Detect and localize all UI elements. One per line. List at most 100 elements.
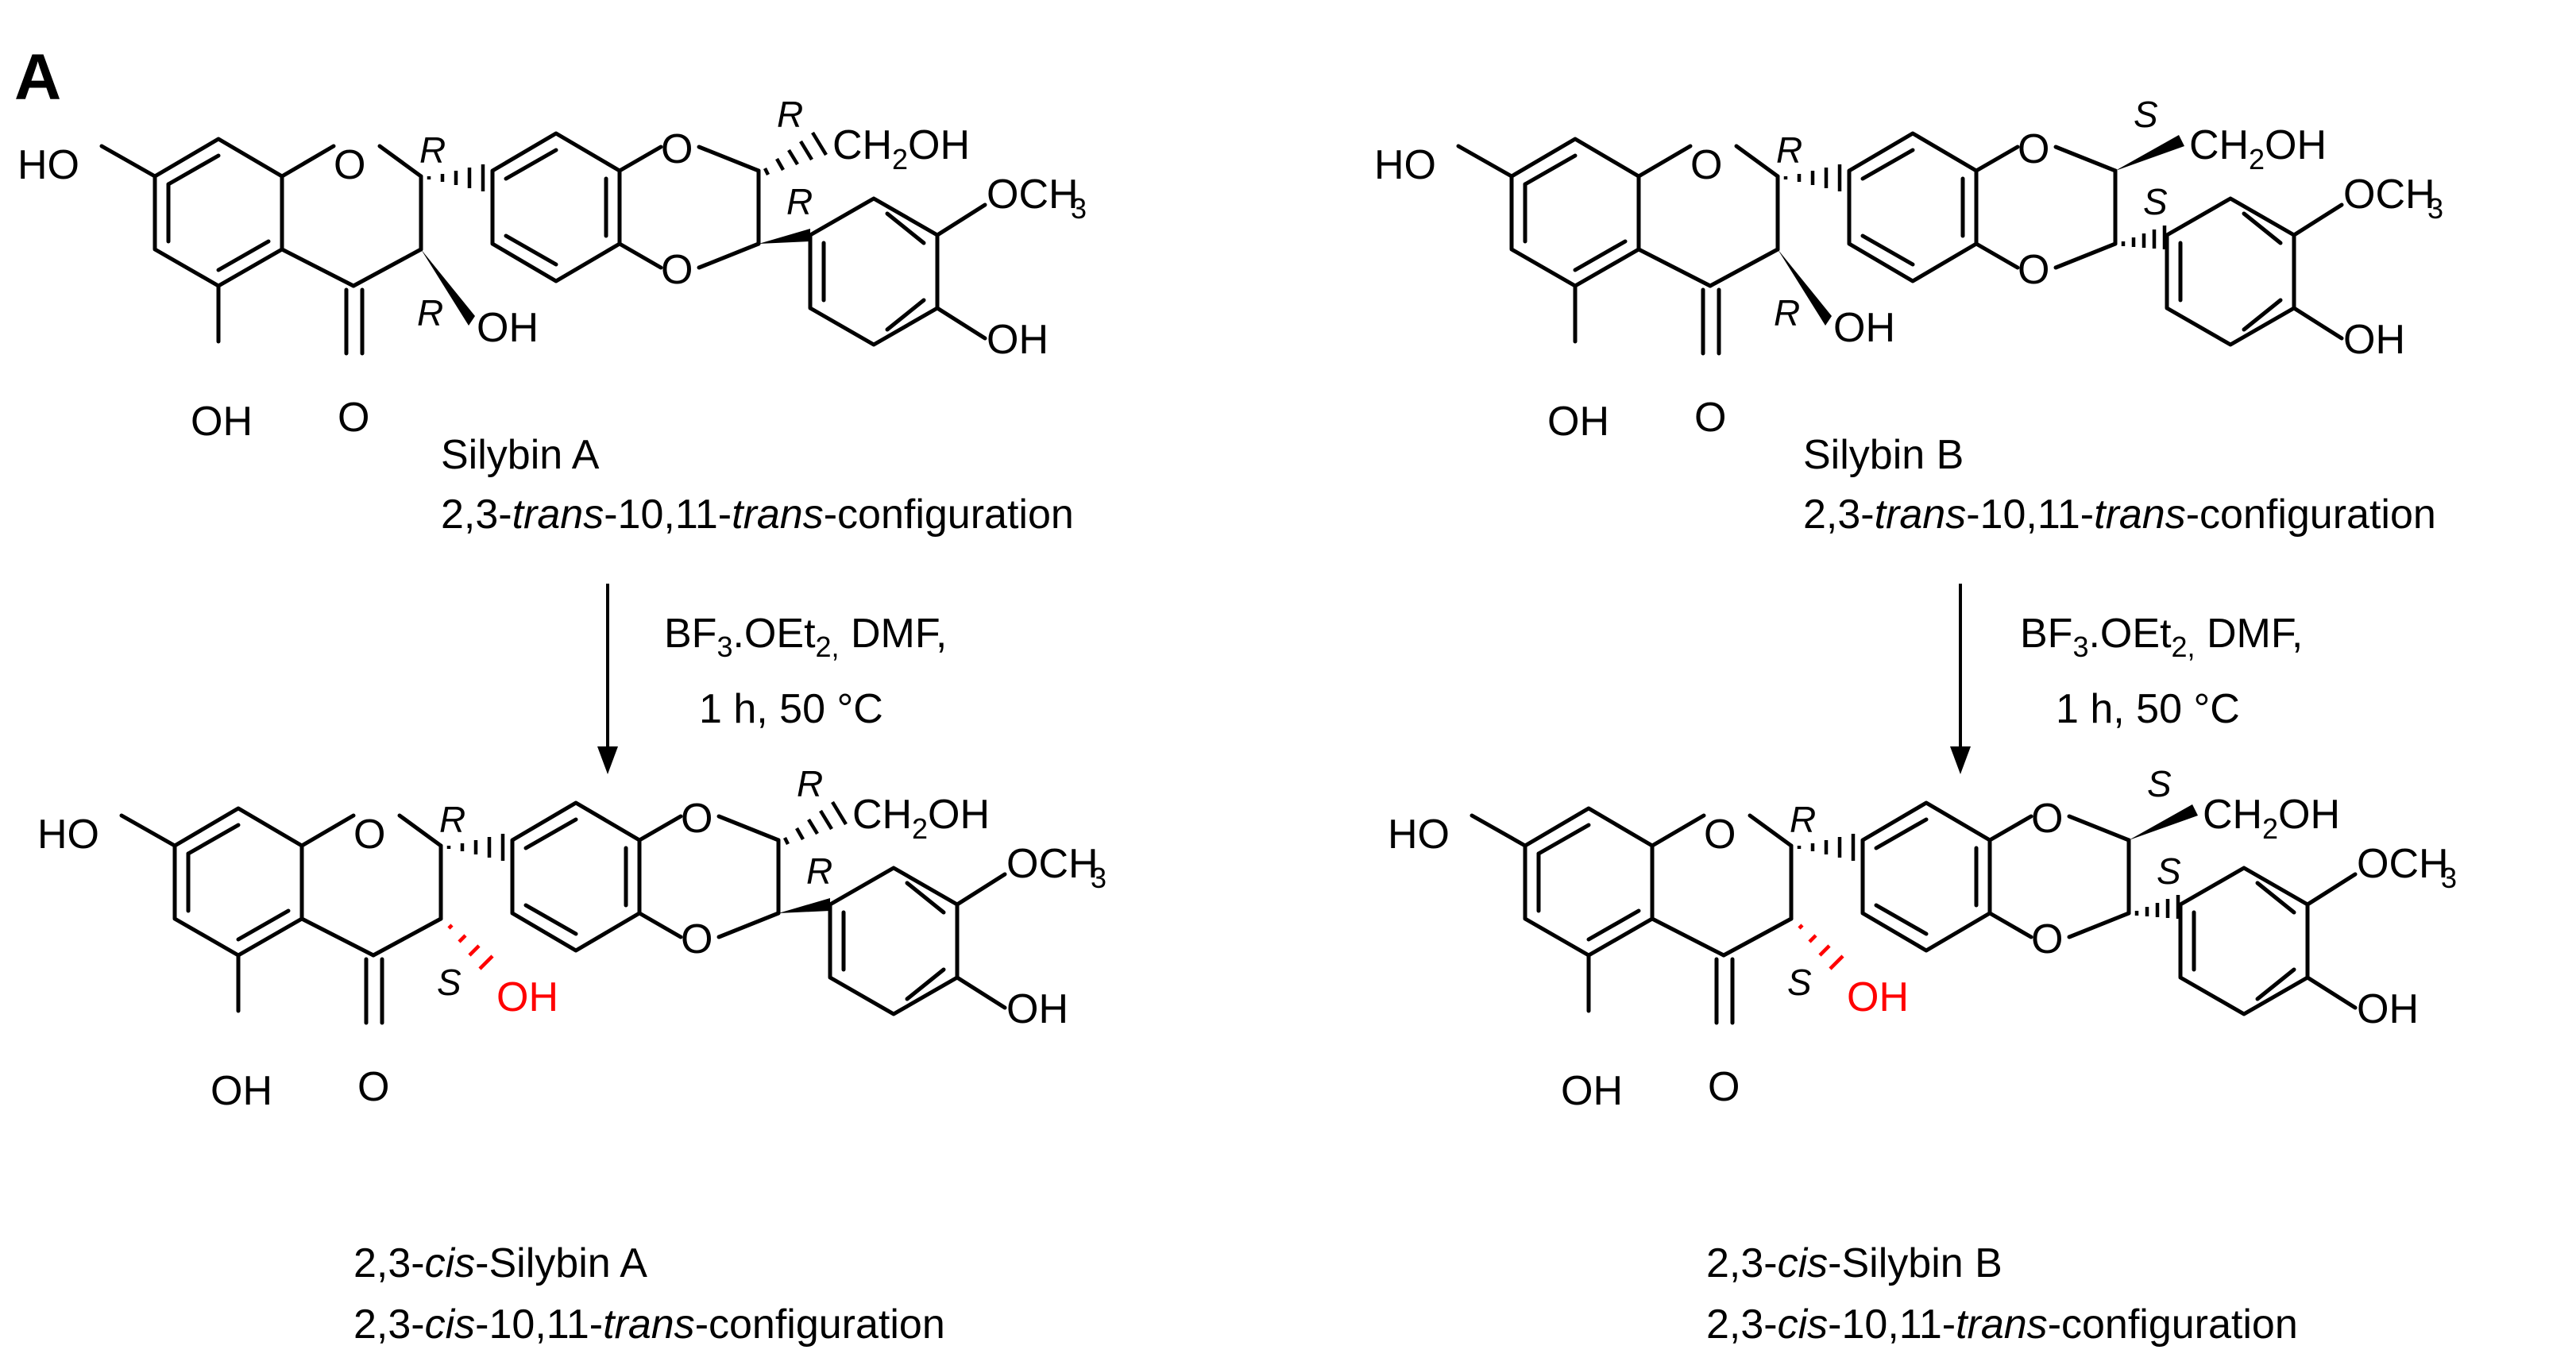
hash-bond-c11: [2134, 895, 2180, 919]
atom-ch2oh-ch: CH: [832, 122, 892, 168]
atom-o-carbonyl: O: [357, 1064, 389, 1110]
caption-silybin-b-name: Silybin B: [1803, 432, 1964, 478]
stereo-c3: R: [417, 292, 443, 334]
panel-label: A: [14, 41, 61, 114]
atom-o-dioxane-2: O: [681, 916, 713, 962]
atom-ch2oh-oh: OH: [908, 122, 970, 168]
atom-oh-5: OH: [1547, 399, 1609, 445]
stereo-c11: S: [2143, 181, 2168, 222]
atom-o-ring: O: [1690, 142, 1722, 188]
conditions-right: 1 h, 50 °C: [2056, 686, 2240, 732]
molecule-silybin-a: HO O OH O O O OH R R CH 2 OH R: [17, 94, 1087, 445]
molecule-cis-silybin-b: HO O OH O O O OH R S CH 2 OH S: [1388, 763, 2457, 1114]
hash-bond-c3: [447, 924, 494, 970]
stereo-c11: R: [806, 850, 832, 892]
wedge-bond-c10: [2115, 135, 2184, 171]
atom-o-carbonyl: O: [338, 395, 369, 441]
atom-ch2oh-oh: OH: [928, 792, 990, 838]
atom-ch2oh-sub: 2: [892, 143, 908, 175]
conditions-left: 1 h, 50 °C: [699, 686, 883, 732]
atom-och3: OCH: [2343, 172, 2435, 218]
atom-oh-5: OH: [1561, 1068, 1623, 1114]
atom-o-ring: O: [1704, 812, 1736, 858]
molecule-silybin-b: HO O OH O O O OH R R CH 2 OH S S O: [1374, 94, 2443, 445]
stereo-c11: S: [2157, 850, 2181, 892]
atom-oh-3: OH: [1833, 305, 1895, 351]
atom-och3-sub: 3: [1071, 192, 1087, 225]
atom-ho: HO: [17, 142, 79, 188]
hash-bond-c10: [763, 131, 828, 176]
atom-o-dioxane-2: O: [2018, 247, 2049, 293]
atom-o-dioxane-2: O: [2031, 916, 2063, 962]
atom-o-dioxane-1: O: [2031, 796, 2063, 842]
atom-o-dioxane-1: O: [681, 796, 713, 842]
atom-oh-3-highlight: OH: [496, 974, 558, 1020]
stereo-c11: R: [786, 181, 813, 222]
atom-oh-3-highlight: OH: [1847, 974, 1909, 1020]
stereo-c10: S: [2134, 94, 2158, 135]
caption-silybin-a-name: Silybin A: [441, 432, 600, 478]
wedge-bond-c11: [759, 229, 810, 244]
atom-oh-para: OH: [2357, 986, 2419, 1032]
atom-o-ring: O: [334, 142, 365, 188]
reaction-arrow-left: [597, 584, 618, 774]
hash-bond-c2: [446, 834, 505, 861]
reagent-left: BF3.OEt2, DMF,: [664, 611, 947, 663]
stereo-c10: R: [777, 94, 803, 135]
atom-ch2oh-sub: 2: [2262, 812, 2278, 845]
caption-cis-silybin-a-config: 2,3-cis-10,11-trans-configuration: [353, 1302, 945, 1348]
caption-cis-silybin-b-name: 2,3-cis-Silybin B: [1706, 1240, 2002, 1286]
stereo-c10: S: [2147, 763, 2172, 804]
stereo-c10: R: [797, 763, 823, 804]
caption-cis-silybin-b-config: 2,3-cis-10,11-trans-configuration: [1706, 1302, 2298, 1348]
stereo-c3: R: [1774, 292, 1800, 334]
reaction-arrow-right: [1950, 584, 1971, 774]
stereo-c2: R: [1790, 799, 1816, 840]
hash-bond-c2: [427, 164, 485, 191]
hash-bond-c3: [1798, 924, 1844, 970]
atom-ho: HO: [1388, 812, 1450, 858]
atom-oh-para: OH: [987, 317, 1049, 363]
molecule-cis-silybin-a: HO O OH O O O OH R S CH 2: [37, 763, 1106, 1114]
stereo-c3: S: [437, 962, 462, 1003]
hash-bond-c10: [782, 800, 848, 846]
atom-o-dioxane-2: O: [661, 247, 693, 293]
atom-och3: OCH: [1006, 841, 1099, 887]
atom-oh-para: OH: [2343, 317, 2405, 363]
atom-oh-para: OH: [1006, 986, 1068, 1032]
hash-bond-c2: [1797, 834, 1856, 861]
stereo-c2: R: [1776, 129, 1802, 171]
reagent-right: BF3.OEt2, DMF,: [2020, 611, 2303, 663]
atom-oh-5: OH: [191, 399, 253, 445]
atom-och3: OCH: [987, 172, 1079, 218]
atom-ch2oh-ch: CH: [2203, 792, 2262, 838]
caption-silybin-b-config: 2,3-trans-10,11-trans-configuration: [1803, 492, 2436, 538]
caption-cis-silybin-a-name: 2,3-cis-Silybin A: [353, 1240, 647, 1286]
atom-och3-sub: 3: [1091, 862, 1106, 894]
atom-och3-sub: 3: [2427, 192, 2443, 225]
hash-bond-c11: [2121, 226, 2167, 249]
atom-o-dioxane-1: O: [661, 126, 693, 172]
atom-oh-5: OH: [210, 1068, 272, 1114]
wedge-bond-c3: [1778, 249, 1832, 326]
atom-ch2oh-ch: CH: [852, 792, 912, 838]
wedge-bond-c3: [421, 249, 475, 326]
stereo-c3: S: [1787, 962, 1812, 1003]
atom-ch2oh-ch: CH: [2189, 122, 2249, 168]
atom-ho: HO: [37, 812, 99, 858]
wedge-bond-c10: [2129, 804, 2198, 840]
atom-och3: OCH: [2357, 841, 2449, 887]
atom-ch2oh-oh: OH: [2265, 122, 2327, 168]
atom-o-carbonyl: O: [1708, 1064, 1740, 1110]
atom-ch2oh-sub: 2: [2249, 143, 2265, 175]
atom-oh-3: OH: [477, 305, 539, 351]
stereo-c2: R: [439, 799, 465, 840]
atom-o-dioxane-1: O: [2018, 126, 2049, 172]
wedge-bond-c11: [778, 898, 830, 913]
atom-ch2oh-sub: 2: [912, 812, 928, 845]
atom-o-ring: O: [353, 812, 385, 858]
hash-bond-c2: [1783, 164, 1842, 191]
atom-och3-sub: 3: [2441, 862, 2457, 894]
